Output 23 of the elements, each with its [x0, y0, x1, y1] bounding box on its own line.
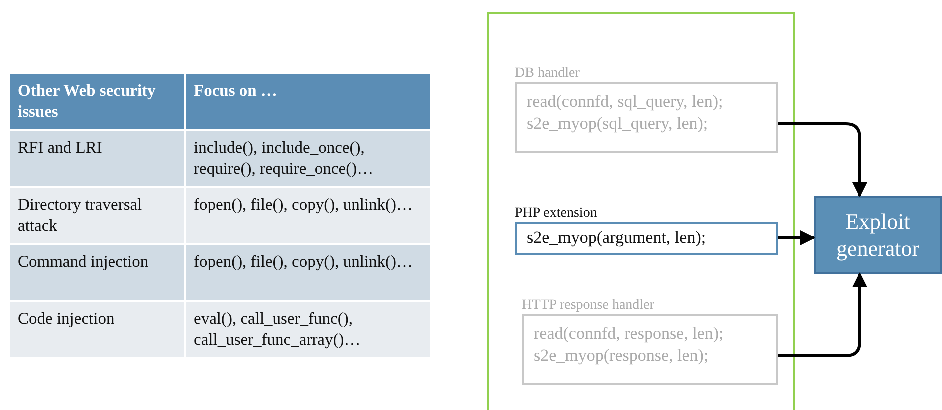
arrow	[778, 272, 868, 358]
table-cell: Code injection	[10, 302, 184, 357]
box-heading: HTTP response handler	[522, 298, 656, 314]
frame-box	[487, 12, 795, 410]
table-cell: Directory traversal attack	[10, 188, 184, 243]
box-heading: PHP extension	[515, 206, 598, 222]
code-line: s2e_myop(argument, len);	[527, 227, 708, 249]
header-cell: Other Web security issues	[10, 74, 184, 129]
table-cell: eval(), call_user_func(), call_user_func_array()…	[186, 302, 430, 357]
generator-box: Exploit generator	[814, 196, 942, 274]
code-line: read(connfd, sql_query, len);	[527, 91, 724, 113]
table-cell: RFI and LRI	[10, 130, 184, 186]
code-line: s2e_myop(response, len);	[534, 345, 710, 367]
box-heading: DB handler	[515, 66, 581, 82]
code-line: s2e_myop(sql_query, len);	[527, 113, 710, 135]
table-cell: fopen(), file(), copy(), unlink()…	[186, 188, 430, 243]
table-cell: include(), include_once(), require(), require_once()…	[186, 130, 430, 186]
table-cell: fopen(), file(), copy(), unlink()…	[186, 244, 430, 300]
arrow	[778, 122, 868, 198]
header-cell: Focus on …	[186, 74, 430, 129]
arrow	[778, 230, 816, 246]
code-line: read(connfd, response, len);	[534, 323, 725, 345]
table-cell: Command injection	[10, 244, 184, 300]
